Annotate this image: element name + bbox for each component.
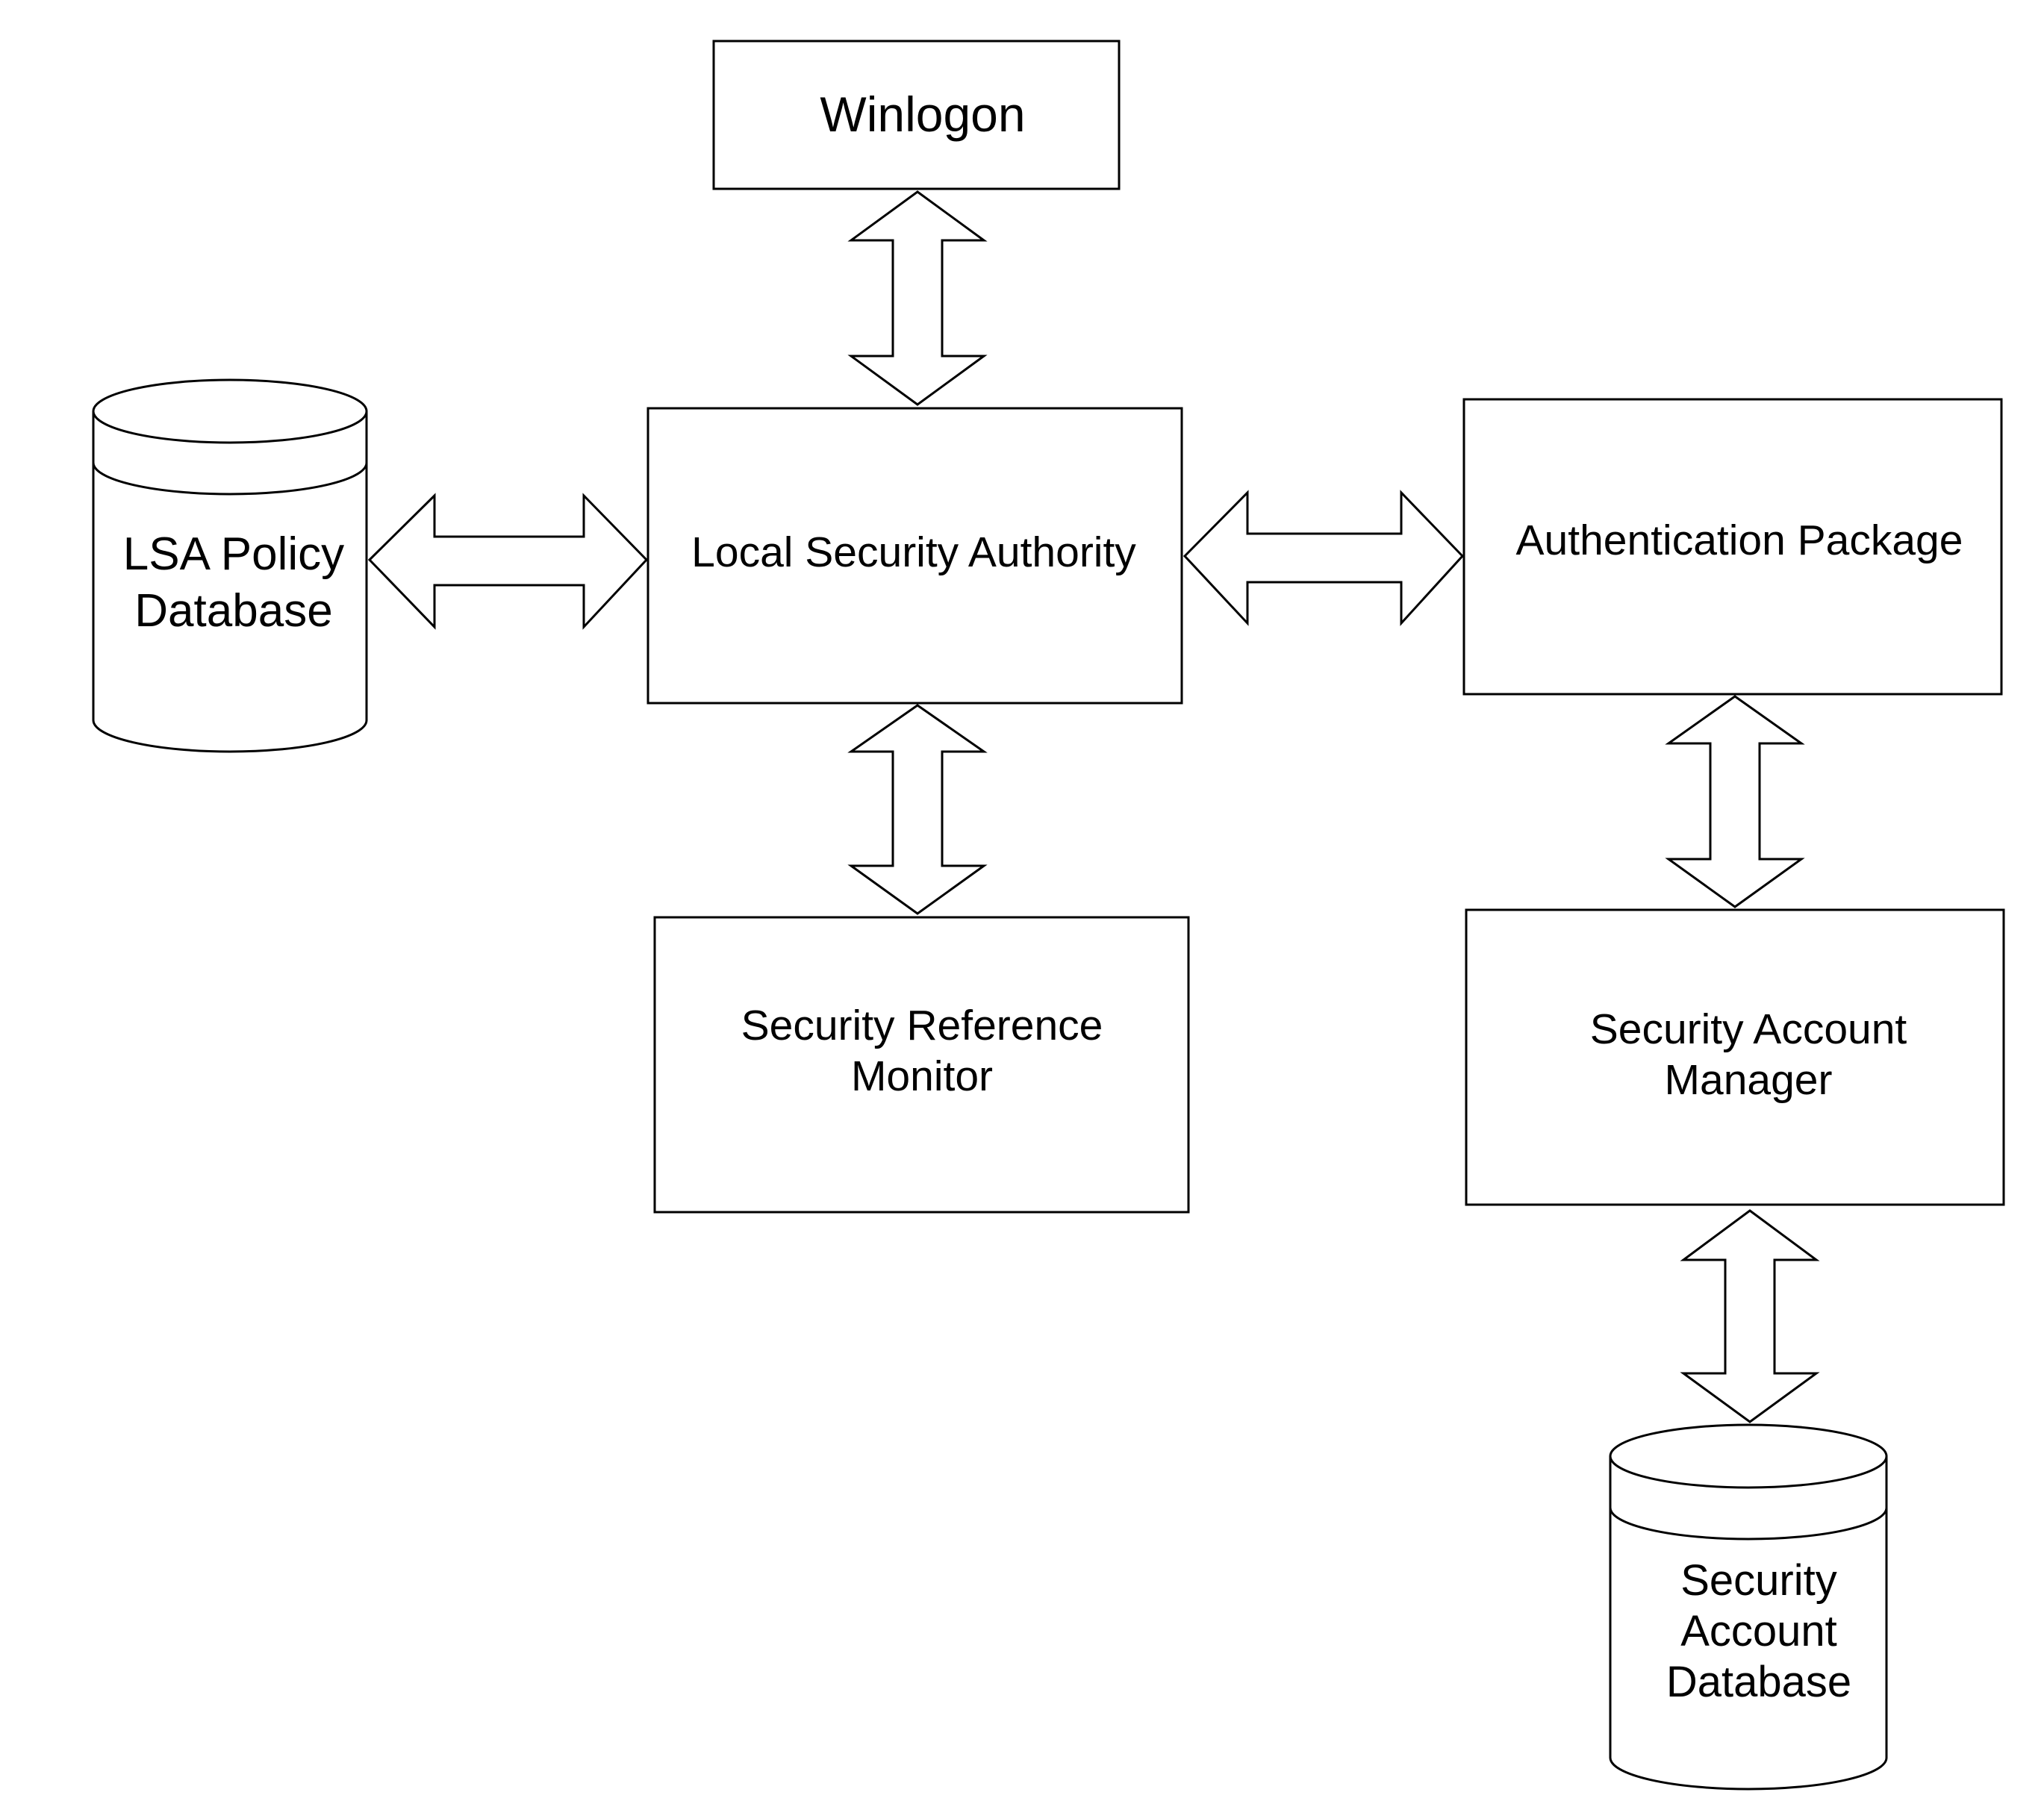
sam-label-line: Manager: [1665, 1056, 1833, 1104]
sam-label-line: Security Account: [1590, 1005, 1907, 1053]
lsa-box: [646, 407, 1183, 705]
srm-label-line: Monitor: [851, 1052, 993, 1100]
winlogon-box: [712, 40, 1121, 190]
security-account-database-label-line: Account: [1680, 1607, 1837, 1655]
srm-label-line: Security Reference: [741, 1002, 1103, 1049]
winlogon-label: Winlogon: [820, 87, 1025, 142]
lsa-label: Local Security Authority: [691, 528, 1136, 576]
security-account-database-cylinder: [1609, 1423, 1888, 1791]
winlogon-label-line: Winlogon: [820, 87, 1025, 142]
lsa-policy-database-cylinder: [92, 378, 368, 753]
auth-package-label-line: Authentication Package: [1516, 516, 1963, 564]
auth-package-box: [1462, 398, 2003, 696]
security-account-database-label-line: Database: [1666, 1658, 1851, 1706]
lsa-label-line: Local Security Authority: [691, 528, 1136, 576]
auth-package-sam-double-arrow: [1665, 695, 1805, 908]
lsa-policy-database-label-line: Database: [134, 585, 332, 637]
sam-box: [1465, 908, 2005, 1206]
srm-box: [653, 916, 1190, 1214]
lsa-policy-database-label-line: LSA Policy: [123, 528, 344, 580]
winlogon-lsa-double-arrow: [847, 190, 988, 406]
lsa-auth-package-double-arrow: [1183, 490, 1465, 626]
auth-package-label: Authentication Package: [1516, 516, 1963, 564]
lsa-srm-double-arrow: [847, 704, 988, 915]
sam-sam-database-double-arrow: [1680, 1209, 1820, 1423]
lsa-policy-lsa-double-arrow: [367, 493, 649, 630]
security-account-database-label-line: Security: [1680, 1556, 1837, 1605]
